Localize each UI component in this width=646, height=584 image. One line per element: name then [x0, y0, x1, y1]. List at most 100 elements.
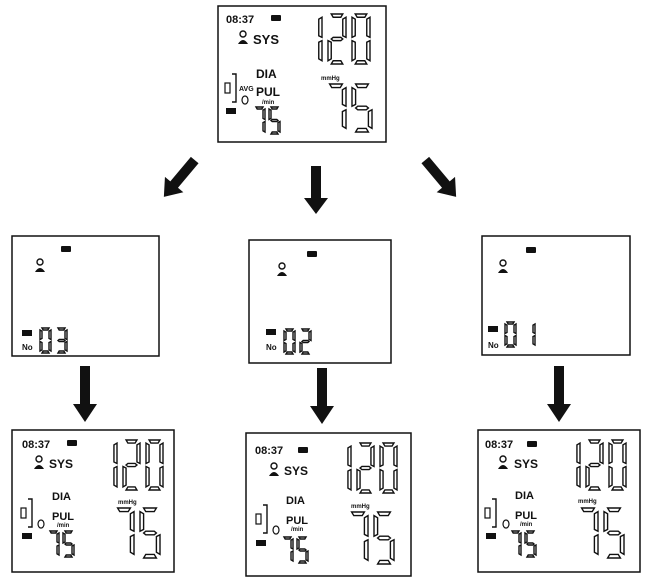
lcd-segment	[370, 444, 375, 468]
lcd-segment	[300, 328, 311, 332]
battery-icon	[526, 247, 536, 253]
lcd-digit	[510, 530, 522, 557]
lcd-digit	[347, 444, 352, 492]
lcd-digit	[356, 442, 375, 494]
irregular-bracket-icon	[224, 73, 237, 103]
lcd-segment	[525, 542, 536, 546]
memory-icon	[226, 108, 236, 114]
lcd-segment	[593, 510, 599, 533]
lcd-digit	[299, 328, 312, 355]
sys-value	[113, 439, 164, 491]
lcd-segment	[606, 553, 622, 559]
lcd-segment	[277, 120, 281, 134]
lcd-segment	[341, 108, 347, 130]
lcd-segment	[393, 468, 398, 492]
lcd-segment	[40, 350, 51, 354]
unit-label: mmHg	[321, 76, 340, 82]
lcd-segment	[358, 465, 373, 471]
lcd-segment	[619, 533, 625, 556]
lcd-segment	[354, 13, 368, 18]
lcd-segment	[155, 533, 161, 556]
lcd-segment	[305, 549, 309, 563]
lcd-segment	[327, 39, 332, 62]
lcd-segment	[145, 465, 150, 489]
arrow-to-result-02	[310, 368, 334, 424]
memory-icon	[488, 326, 498, 332]
arrow-to-memory-03	[163, 156, 199, 197]
avg-label: AVG	[239, 86, 254, 93]
lcd-segment	[63, 542, 74, 546]
lcd-segment	[366, 39, 371, 62]
lcd-segment	[159, 441, 164, 465]
lcd-segment	[39, 328, 43, 341]
lcd-digit	[580, 507, 599, 556]
time-readout: 08:37	[22, 439, 50, 451]
lcd-segment	[147, 486, 162, 491]
user-icon	[498, 455, 508, 469]
memory-number-text: 02	[0, 0, 2, 1]
dia-value	[116, 507, 161, 559]
lcd-digit	[122, 439, 141, 491]
lcd-digit	[532, 322, 536, 347]
battery-icon	[67, 440, 77, 446]
lcd-segment	[532, 334, 536, 347]
lcd-segment	[269, 106, 280, 110]
lcd-segment	[147, 439, 162, 444]
heart-icon	[272, 525, 280, 535]
lcd-segment	[533, 543, 537, 557]
lcd-segment	[504, 322, 508, 335]
lcd-segment	[116, 507, 132, 513]
dia-value	[350, 511, 395, 565]
lcd-segment	[284, 351, 295, 355]
lcd-digit	[62, 530, 75, 558]
lcd-segment	[129, 533, 135, 556]
memory-icon	[266, 329, 276, 335]
lcd-segment	[351, 86, 357, 108]
lcd-segment	[518, 531, 522, 545]
lcd-segment	[505, 344, 516, 348]
pul-label: PUL	[52, 511, 74, 523]
lcd-segment	[64, 328, 68, 341]
lcd-segment	[124, 439, 139, 444]
dia-label: DIA	[256, 67, 277, 81]
lcd-segment	[606, 507, 622, 513]
lcd-segment	[124, 486, 139, 491]
arrow-to-memory-02	[304, 166, 328, 214]
pul-value-text: 75	[0, 0, 2, 1]
arrow-to-result-03	[73, 366, 97, 422]
user-icon	[34, 455, 44, 469]
lcd-segment	[56, 327, 67, 331]
battery-icon	[61, 246, 71, 252]
pul-value	[254, 106, 281, 135]
user-icon	[35, 258, 45, 272]
sys-value-text: 120	[0, 0, 2, 1]
pul-value	[48, 530, 75, 558]
battery-icon	[527, 441, 537, 447]
lcd-segment	[254, 106, 265, 110]
lcd-segment	[330, 13, 344, 18]
lcd-segment	[356, 468, 361, 492]
lcd-segment	[139, 510, 145, 533]
lcd-segment	[308, 329, 312, 342]
lcd-segment	[292, 329, 296, 342]
lcd-segment	[381, 442, 396, 447]
lcd-segment	[606, 530, 622, 536]
lcd-segment	[269, 118, 280, 123]
user-icon	[498, 259, 508, 273]
lcd-segment	[580, 507, 596, 513]
lcd-segment	[373, 514, 379, 538]
pul-value	[282, 536, 309, 564]
lcd-digit	[283, 328, 296, 355]
lcd-digit	[39, 327, 52, 354]
lcd-segment	[300, 339, 311, 344]
unit-label: mmHg	[578, 499, 597, 505]
lcd-segment	[599, 441, 604, 465]
lcd-segment	[328, 83, 344, 89]
battery-icon	[298, 447, 308, 453]
lcd-segment	[622, 441, 627, 465]
lcd-segment	[376, 559, 392, 565]
lcd-digit	[576, 441, 581, 489]
lcd-segment	[358, 442, 373, 447]
time-readout: 08:37	[255, 445, 283, 457]
lcd-segment	[608, 441, 613, 465]
